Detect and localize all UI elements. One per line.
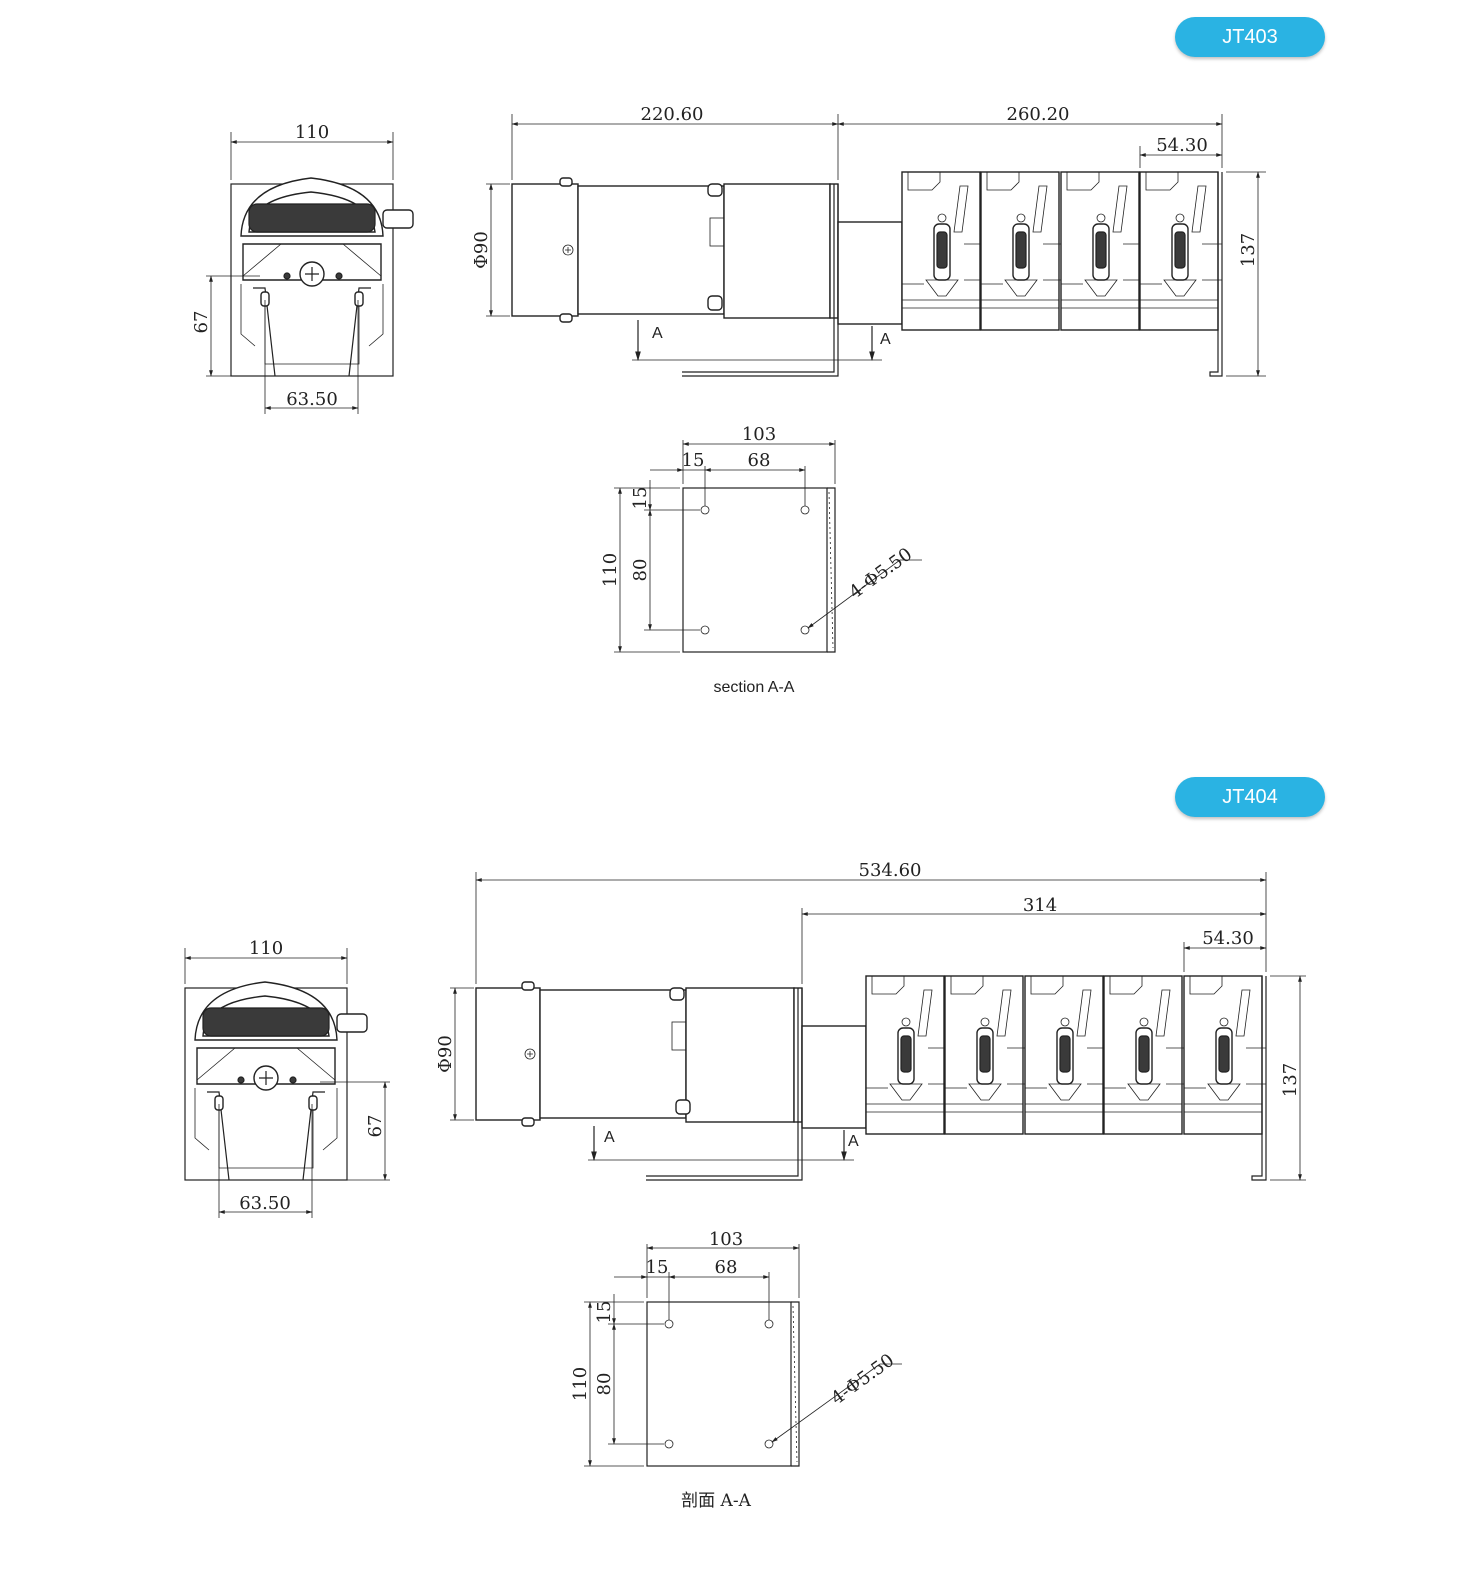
dim-height: 110 <box>570 1367 591 1401</box>
model-badge-jt404: JT404 <box>1175 777 1325 817</box>
dim-height: 137 <box>1238 233 1259 267</box>
dim-hole-spacing: 68 <box>715 1257 738 1278</box>
dim-motor-diameter: Φ90 <box>471 231 492 269</box>
dim-hole-callout: 4-Φ5.50 <box>827 1350 898 1410</box>
model-badge-jt403: JT403 <box>1175 17 1325 57</box>
dim-vert-offset: 15 <box>594 1301 615 1324</box>
dim-head-length: 260.20 <box>1007 104 1070 125</box>
section-mark-left: A <box>604 1129 615 1146</box>
jt403-front-view: 110 67 63.50 <box>191 122 414 414</box>
dim-height: 137 <box>1280 1063 1301 1097</box>
dim-head-length: 314 <box>1023 895 1057 916</box>
jt403-side-view: A A 220.60 260.20 54.30 Φ90 137 <box>471 104 1266 377</box>
dim-edge-offset: 15 <box>646 1257 669 1278</box>
dim-edge-offset: 15 <box>682 450 705 471</box>
dim-vert-offset: 15 <box>630 487 651 510</box>
section-caption: section A-A <box>714 679 795 696</box>
dim-width: 110 <box>249 938 283 959</box>
jt404-side-view: A A 534.60 314 54.30 Φ90 137 <box>435 860 1306 1181</box>
dim-height: 110 <box>600 553 621 587</box>
dim-hole-callout: 4-Φ5.50 <box>845 544 916 604</box>
dim-head-pitch: 54.30 <box>1202 928 1254 949</box>
dim-height: 67 <box>365 1115 386 1138</box>
dim-width: 103 <box>742 424 776 445</box>
dim-overall-length: 534.60 <box>859 860 922 881</box>
jt404-front-view: 110 67 63.50 <box>184 938 390 1218</box>
dim-vert-spacing: 80 <box>594 1373 615 1396</box>
section-mark-right: A <box>848 1133 859 1150</box>
dim-motor-length: 220.60 <box>641 104 704 125</box>
section-caption: 剖面 A-A <box>681 1491 751 1511</box>
dim-width: 110 <box>295 122 329 143</box>
jt403-section-view: 103 15 68 15 80 110 4-Φ5.50 section A-A <box>600 424 922 696</box>
dim-vert-spacing: 80 <box>630 559 651 582</box>
dim-tube-spacing: 63.50 <box>286 389 338 410</box>
dim-motor-diameter: Φ90 <box>435 1035 456 1073</box>
dim-width: 103 <box>709 1229 743 1250</box>
dim-head-pitch: 54.30 <box>1156 135 1208 156</box>
section-mark-right: A <box>880 331 891 348</box>
dim-hole-spacing: 68 <box>748 450 771 471</box>
section-mark-left: A <box>652 325 663 342</box>
dim-tube-spacing: 63.50 <box>239 1193 291 1214</box>
dim-height: 67 <box>191 311 212 334</box>
jt404-section-view: 103 15 68 15 80 110 4-Φ5.50 剖面 A-A <box>570 1229 902 1511</box>
